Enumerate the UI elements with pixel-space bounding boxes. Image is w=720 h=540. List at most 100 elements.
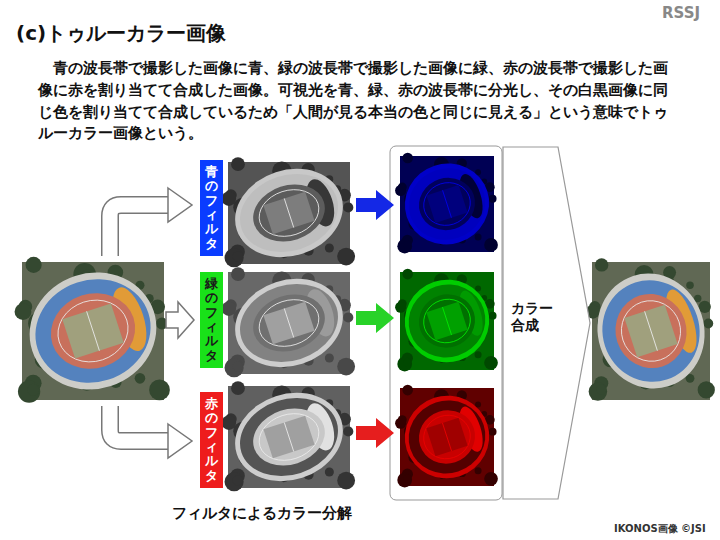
field (426, 302, 467, 340)
roof-rim (14, 256, 171, 406)
arrow-outline (110, 205, 170, 256)
tree (222, 301, 236, 315)
tree (15, 303, 32, 320)
tree (698, 381, 715, 398)
field (624, 305, 677, 358)
stadium-image (394, 153, 499, 256)
tree (18, 380, 40, 402)
tree (343, 426, 353, 436)
field-line (443, 190, 452, 217)
field-line (284, 198, 293, 227)
track (606, 285, 696, 378)
field (62, 303, 123, 358)
filter-box: 青のフィルタ (200, 160, 223, 256)
roof-rim (394, 385, 500, 489)
tree (343, 202, 353, 212)
ground (228, 162, 350, 264)
tree (484, 472, 498, 486)
stadium (224, 265, 355, 380)
tree (397, 239, 412, 254)
field-line (87, 311, 100, 350)
tree (404, 359, 412, 367)
stands (230, 272, 348, 375)
track (412, 171, 482, 238)
tree (686, 282, 694, 290)
arrow-outline (110, 406, 170, 441)
tree (699, 301, 711, 313)
tree (475, 467, 482, 474)
track (412, 403, 482, 471)
tree (231, 157, 245, 171)
tree (404, 241, 412, 249)
tree (337, 472, 355, 490)
tree (233, 251, 243, 261)
arrow-head (168, 424, 192, 458)
tree (231, 381, 245, 395)
composite-panel (390, 146, 502, 500)
stadium-image (222, 155, 355, 270)
tree (589, 382, 608, 401)
ground (22, 262, 164, 400)
stands (589, 267, 713, 394)
tree (397, 473, 412, 488)
tree (475, 233, 482, 240)
color-arrow (356, 303, 394, 333)
ground (400, 272, 494, 370)
tree (225, 248, 244, 267)
tree (225, 472, 244, 491)
field (263, 192, 314, 235)
stands (22, 264, 164, 397)
field-line (442, 423, 451, 451)
field (426, 185, 467, 223)
stadium-image (222, 265, 355, 380)
field-line (442, 307, 451, 335)
tree (325, 353, 334, 362)
lane-line (418, 293, 476, 349)
stadium-image (14, 256, 171, 406)
lane-line (50, 291, 136, 371)
lane-line (253, 292, 325, 354)
tree (595, 258, 608, 271)
arrow-head (168, 188, 192, 222)
track (41, 282, 145, 379)
filter-box: 緑のフィルタ (200, 272, 223, 368)
tree (489, 195, 497, 203)
field-line (284, 422, 293, 451)
filter-label: 緑のフィルタ (205, 277, 218, 363)
arrow-small (166, 302, 194, 338)
tree (337, 358, 355, 376)
filter-label: 青のフィルタ (205, 165, 218, 251)
stadium (394, 385, 500, 489)
arrow-outline (503, 147, 590, 499)
field (263, 416, 314, 459)
stadium (224, 379, 355, 494)
stadium (583, 259, 720, 402)
roof-rim (394, 153, 499, 256)
filter-label: 赤のフィルタ (205, 397, 218, 483)
lane-line (614, 293, 689, 369)
tree (233, 361, 243, 371)
ground (228, 386, 350, 488)
roof-rim (224, 379, 355, 494)
body-text: 青の波長帯で撮影した画像に青、緑の波長帯で撮影した画像に緑、赤の波長帯で撮影した… (38, 58, 680, 145)
tree (395, 302, 406, 313)
lane-line (253, 182, 325, 244)
stands (230, 162, 348, 265)
track (412, 287, 482, 355)
tree (404, 475, 412, 483)
stadium (394, 153, 499, 256)
lane-line (418, 409, 476, 465)
track (246, 175, 333, 250)
tree (484, 238, 498, 252)
tree (233, 475, 243, 485)
stadium (224, 155, 355, 270)
composite-label: カラー合成 (511, 300, 557, 335)
lane-line (253, 406, 325, 468)
tree (225, 358, 244, 377)
tree (703, 319, 713, 329)
tree (27, 384, 39, 396)
tree (484, 356, 498, 370)
tree (489, 428, 497, 436)
field-line (284, 308, 293, 337)
